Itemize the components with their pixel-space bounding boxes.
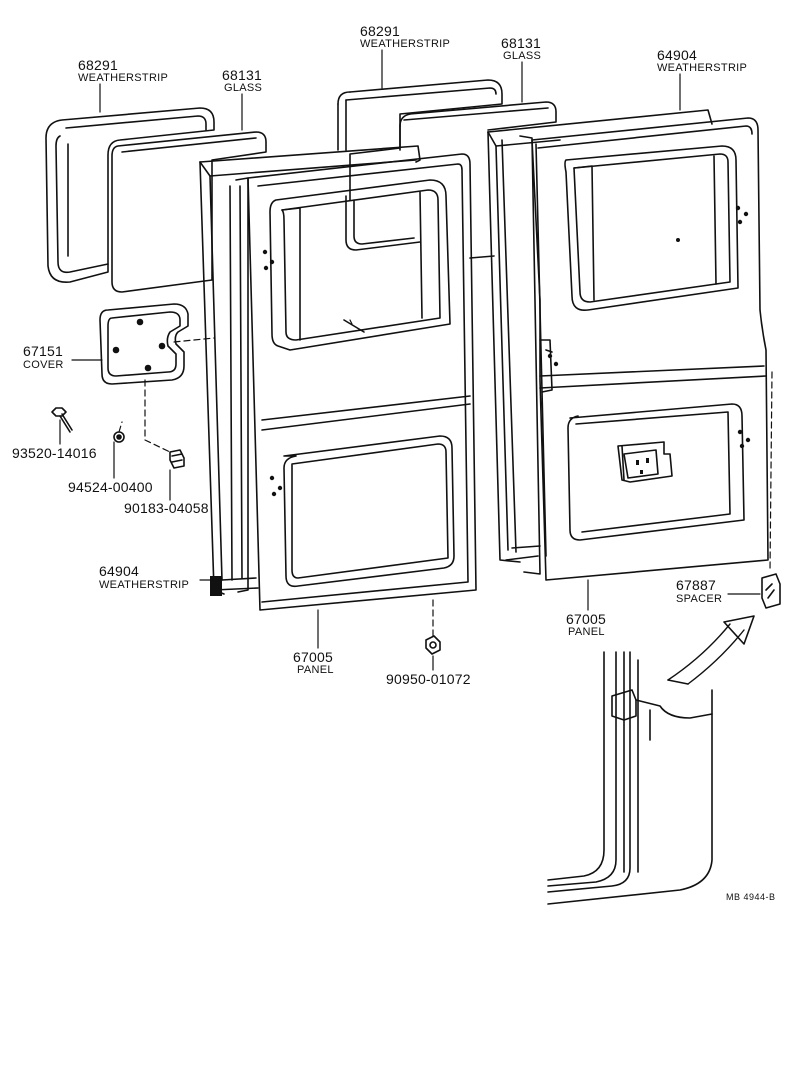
callout-67151-name: COVER	[23, 359, 64, 371]
callout-68291-center-name: WEATHERSTRIP	[360, 38, 451, 50]
nut-94524-part	[114, 432, 124, 442]
callout-68291-left-number: 68291	[78, 57, 118, 73]
callout-67887-number: 67887	[676, 577, 716, 593]
callout-68131-left-name: GLASS	[224, 82, 263, 94]
glass-left-part	[112, 132, 266, 292]
van-body-inset	[548, 616, 754, 904]
callout-68131-left-number: 68131	[222, 67, 262, 83]
callout-67005-left-number: 67005	[293, 649, 333, 665]
callout-90950-number: 90950-01072	[386, 671, 471, 687]
callout-64904-left-number: 64904	[99, 563, 139, 579]
callout-67887-name: SPACER	[676, 593, 723, 605]
callout-64904-top-number: 64904	[657, 47, 697, 63]
bolt-93520-part	[52, 408, 72, 432]
nut-90950-part	[426, 636, 440, 654]
left-door-panel	[248, 154, 476, 610]
callout-67005-left-name: PANEL	[297, 664, 334, 676]
glass-center-part	[400, 102, 556, 258]
dashed-connectors	[119, 320, 772, 636]
right-door-weatherstrip	[488, 110, 712, 574]
right-door-panel	[532, 118, 768, 580]
clip-90183-part	[170, 450, 184, 468]
callout-67151-number: 67151	[23, 343, 63, 359]
callout-68291-left-name: WEATHERSTRIP	[78, 72, 169, 84]
callout-68291-center-number: 68291	[360, 23, 400, 39]
callout-94524-number: 94524-00400	[68, 479, 153, 495]
callout-67005-right-number: 67005	[566, 611, 606, 627]
callout-68131-center-name: GLASS	[503, 50, 542, 62]
spacer-67887-part	[762, 574, 780, 608]
callout-64904-top-name: WEATHERSTRIP	[657, 62, 748, 74]
callout-68131-center-number: 68131	[501, 35, 541, 51]
callout-90183-number: 90183-04058	[124, 500, 209, 516]
callout-67005-right-name: PANEL	[568, 626, 605, 638]
weatherstrip-left-part	[46, 108, 214, 282]
callout-93520-number: 93520-14016	[12, 445, 97, 461]
leader-lines	[60, 50, 760, 670]
cover-part	[100, 304, 188, 384]
reference-code: MB 4944-B	[726, 892, 776, 902]
left-door-weatherstrip	[200, 146, 420, 596]
callout-64904-left-name: WEATHERSTRIP	[99, 579, 190, 591]
